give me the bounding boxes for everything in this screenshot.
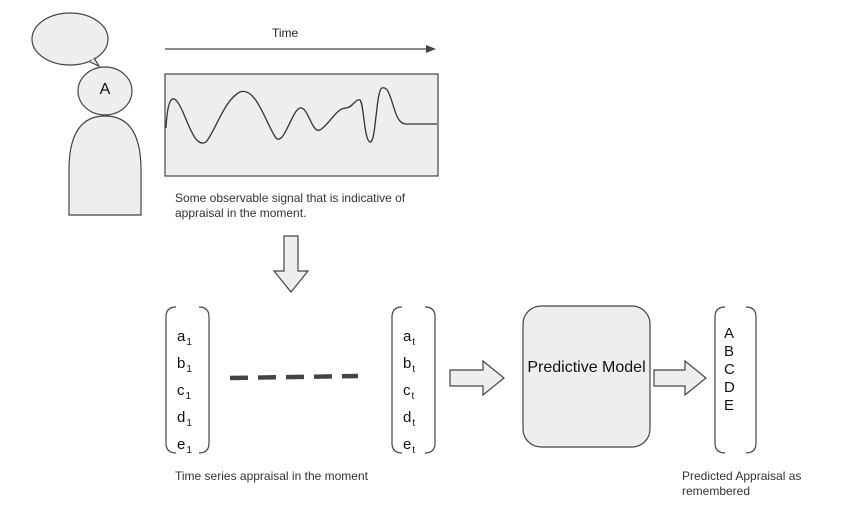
person-body xyxy=(68,115,142,216)
vector-element: bt xyxy=(403,353,415,380)
vector-element-base: a xyxy=(177,328,186,345)
output-caption: Predicted Appraisal as remembered xyxy=(682,469,802,498)
output-vector-element: E xyxy=(724,397,735,414)
vector-first-right-bracket xyxy=(198,306,210,454)
person-label: A xyxy=(99,81,111,98)
vector-element: at xyxy=(403,326,415,353)
vector-element-subscript: 1 xyxy=(186,364,192,375)
speech-bubble xyxy=(31,12,109,68)
vector-element-base: c xyxy=(403,382,411,399)
vector-element-subscript: t xyxy=(412,337,416,348)
vector-element: a1 xyxy=(177,326,192,353)
vector-element-base: c xyxy=(177,382,185,399)
time-label: Time xyxy=(272,26,299,40)
output-vector-element: A xyxy=(724,325,735,342)
vector-element: et xyxy=(403,434,415,461)
predictive-model-label: Predictive Model xyxy=(527,359,646,376)
vector-element-base: d xyxy=(177,409,186,426)
person-head xyxy=(77,66,133,116)
vector-element-subscript: 1 xyxy=(185,391,192,402)
vector-last-right-bracket xyxy=(424,306,436,454)
arrow-to-output xyxy=(653,359,707,397)
down-arrow xyxy=(272,235,310,293)
vector-element: c1 xyxy=(177,380,192,407)
vector-first-left-bracket xyxy=(165,306,177,454)
time-arrow xyxy=(165,45,436,53)
vector-element-subscript: t xyxy=(412,445,416,456)
vector-element-base: e xyxy=(403,436,412,453)
output-right-bracket xyxy=(745,306,757,454)
output-vector-element: C xyxy=(724,361,735,378)
vector-element: ct xyxy=(403,380,415,407)
vector-element-subscript: 1 xyxy=(186,418,192,429)
output-vector-element: D xyxy=(724,379,735,396)
vector-element-subscript: t xyxy=(412,418,416,429)
signal-plot-box xyxy=(164,73,439,177)
vector-element-subscript: 1 xyxy=(186,445,192,456)
output-left-bracket xyxy=(714,306,726,454)
vector-element-subscript: t xyxy=(412,364,416,375)
vector-last-left-bracket xyxy=(391,306,403,454)
predictive-model-box xyxy=(522,305,651,448)
signal-waveform xyxy=(165,87,437,144)
vector-element-subscript: 1 xyxy=(186,337,192,348)
arrow-to-model xyxy=(449,359,505,397)
vector-element-subscript: t xyxy=(411,391,415,402)
vector-element-base: b xyxy=(177,355,186,372)
vector-element-base: d xyxy=(403,409,412,426)
vector-element-base: e xyxy=(177,436,186,453)
vector-element-base: b xyxy=(403,355,412,372)
series-caption: Time series appraisal in the moment xyxy=(175,469,368,483)
vector-element: b1 xyxy=(177,353,192,380)
vector-element-base: a xyxy=(403,328,412,345)
vector-element: d1 xyxy=(177,407,192,434)
signal-caption: Some observable signal that is indicativ… xyxy=(175,191,406,220)
vector-element: dt xyxy=(403,407,415,434)
output-vector-element: B xyxy=(724,343,735,360)
ellipsis-dashes xyxy=(229,373,359,381)
vector-element: e1 xyxy=(177,434,192,461)
person-figure xyxy=(68,66,142,216)
